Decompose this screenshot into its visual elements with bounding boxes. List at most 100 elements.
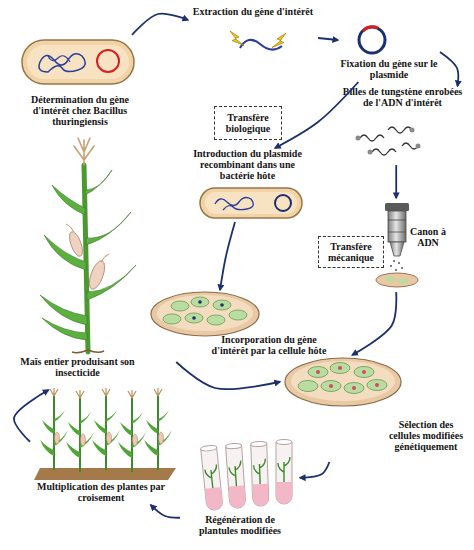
test-tubes — [200, 445, 216, 452]
host-bacterium — [200, 188, 302, 218]
gene-extraction — [230, 31, 244, 46]
selection-dish — [291, 361, 395, 401]
flow-arrow — [220, 222, 235, 290]
test-tubes — [200, 440, 292, 511]
bt-bacterium — [39, 54, 85, 72]
selection-dish — [285, 358, 401, 406]
petri-dish — [207, 315, 225, 325]
flow-arrow — [132, 14, 188, 35]
corn-field — [92, 388, 120, 470]
step-caption: Détermination du gène d'intérêt chez Bac… — [15, 94, 145, 127]
selection-dish — [285, 358, 401, 406]
gene-gun — [388, 232, 406, 233]
test-tubes — [252, 484, 269, 507]
flow-arrow — [440, 52, 458, 86]
step-node: Sélection des cellules modifiées génétiq… — [280, 355, 470, 462]
step-node: Maïs entier produisant son insecticide — [5, 140, 150, 390]
test-tubes — [228, 485, 245, 508]
test-tubes — [251, 441, 267, 447]
host-bacterium — [275, 195, 291, 211]
bt-bacterium — [27, 45, 129, 79]
petri-dish — [185, 313, 203, 323]
coated-beads — [372, 149, 396, 155]
gene-gun — [390, 265, 392, 267]
test-tubes — [278, 457, 290, 482]
step-caption: Régénération de plantules modifiées — [185, 514, 295, 536]
flow-arrow — [318, 38, 338, 40]
coated-beads — [356, 127, 421, 155]
maize-plant — [67, 230, 85, 258]
recombinant-plasmid — [359, 27, 385, 53]
gene-gun — [398, 262, 400, 264]
recombinant-plasmid — [363, 27, 378, 31]
test-tubes — [251, 444, 269, 507]
coated-beads — [416, 144, 421, 149]
host-bacterium — [205, 192, 297, 214]
petri-dish — [151, 292, 259, 336]
test-tubes — [276, 440, 292, 445]
selection-dish — [298, 381, 318, 392]
flow-arrow — [14, 390, 49, 442]
step-caption: Sélection des cellules modifiées génétiq… — [382, 419, 470, 452]
gene-gun-node: Canon à ADN — [378, 198, 448, 292]
selection-dish — [308, 367, 328, 378]
test-tubes — [225, 443, 241, 449]
petri-dish — [229, 310, 247, 320]
gene-gun — [388, 211, 406, 242]
step-node: Détermination du gène d'intérêt chez Bac… — [15, 30, 145, 128]
selection-dish — [316, 370, 320, 374]
coated-beads — [410, 128, 415, 133]
gene-extraction — [230, 31, 286, 50]
host-bacterium — [200, 188, 302, 218]
test-tubes — [276, 440, 292, 505]
gene-extraction — [272, 33, 286, 48]
flow-arrow — [300, 462, 329, 478]
selection-dish — [338, 366, 342, 370]
selection-dish — [352, 386, 356, 390]
step-node: Extraction du gène d'intérêt — [188, 2, 318, 62]
step-node: Billes de tungstène enrobées de l'ADN d'… — [340, 86, 465, 165]
gene-gun — [398, 279, 408, 284]
selection-dish — [344, 383, 364, 394]
step-node: Régénération de plantules modifiées — [180, 440, 300, 548]
test-tubes — [229, 461, 243, 487]
selection-dish — [354, 367, 374, 378]
step-caption: Fixation du gène sur le plasmide — [338, 58, 440, 80]
maize-plant — [86, 212, 131, 245]
step-node: Fixation du gène sur le plasmide — [338, 22, 440, 82]
selection-dish — [362, 370, 366, 374]
corn-field — [34, 388, 176, 480]
selection-dish — [330, 363, 350, 374]
maize-plant — [52, 185, 85, 215]
bt-bacterium — [22, 40, 134, 84]
bt-bacterium — [48, 56, 70, 62]
gene-gun — [395, 269, 397, 271]
maize-plant — [74, 138, 94, 165]
test-tubes — [276, 442, 292, 504]
maize-plant — [40, 138, 136, 353]
test-tubes — [225, 443, 245, 508]
coated-beads — [360, 135, 384, 141]
petri-dish — [151, 292, 259, 336]
step-node: Introduction du plasmide recombinant dan… — [185, 148, 310, 222]
test-tubes — [276, 482, 292, 504]
selection-dish — [367, 380, 387, 391]
petri-dish — [192, 316, 196, 320]
petri-dish — [213, 300, 231, 310]
coated-beads — [356, 136, 361, 141]
test-tubes — [251, 441, 269, 506]
recombinant-plasmid — [359, 27, 385, 53]
test-tubes — [253, 459, 266, 484]
host-bacterium — [215, 198, 253, 210]
step-caption: Billes de tungstène enrobées de l'ADN d'… — [340, 86, 465, 108]
corn-field — [118, 390, 146, 472]
flow-arrow — [352, 292, 396, 355]
step-caption: Canon à ADN — [408, 226, 448, 248]
gene-gun — [376, 273, 418, 287]
corn-field — [40, 388, 68, 470]
maize-plant — [40, 295, 87, 325]
gene-gun — [393, 260, 395, 262]
maize-plant — [66, 224, 109, 262]
